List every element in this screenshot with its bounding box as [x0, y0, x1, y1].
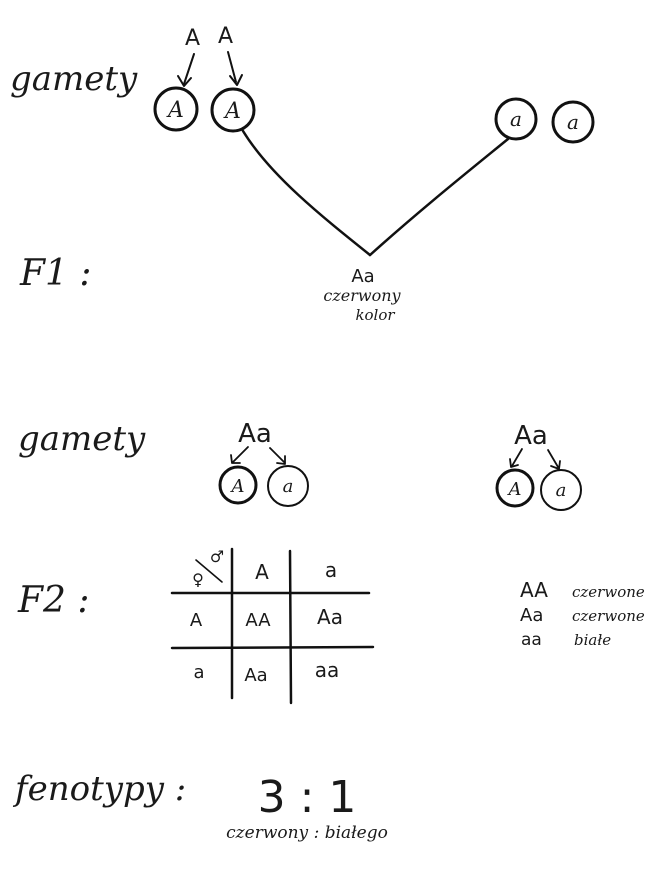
row-header-a: a [193, 662, 204, 683]
f1-parent-right: Aa [514, 421, 548, 451]
f1-genotype: Aa [351, 266, 374, 287]
gamete-circle-A-2: A [210, 87, 256, 133]
arrow-label-A-1: A [185, 26, 200, 51]
cell-AA: AA [245, 610, 271, 631]
f2-legend: AA czerwone Aa czerwone aa białe [520, 578, 645, 650]
gamete-letter: A [230, 476, 245, 497]
arrow-right-A [509, 448, 523, 468]
arrow-right-a [547, 449, 561, 470]
arrow-left-A [230, 446, 249, 464]
gamete-circle-a-2: a [551, 100, 595, 144]
female-symbol: ♀ [192, 570, 204, 589]
arrow-to-gamete-1 [177, 53, 195, 87]
gamete-letter: A [223, 99, 241, 124]
gamete-circle-a-1: a [494, 97, 538, 141]
punnett-hline-2 [170, 645, 375, 650]
gamete-circle-right-a: a [540, 469, 582, 511]
legend-phenotype-3: białe [574, 631, 611, 649]
punnett-square: ♀ ♂ A a A a AA Aa Aa aa [170, 547, 375, 705]
cell-Aa-bottom: Aa [244, 665, 267, 686]
phenotype-ratio: 3 : 1 [258, 772, 357, 823]
gamete-letter: A [507, 479, 522, 500]
f1-parent-left: Aa [238, 419, 272, 449]
legend-genotype-3: aa [521, 630, 542, 650]
cross-line-right [368, 137, 510, 257]
cross-line-left [241, 129, 372, 257]
phenotype-ratio-caption: czerwony : białego [226, 823, 388, 843]
arrow-left-a [269, 447, 286, 465]
col-header-a: a [325, 558, 337, 582]
legend-genotype-2: Aa [520, 605, 543, 626]
cell-aa: aa [315, 658, 340, 682]
row-header-A: A [190, 610, 203, 631]
gamete-circle-A-1: A [153, 86, 199, 132]
legend-phenotype-2: czerwone [572, 607, 645, 625]
gamete-letter: a [567, 110, 579, 134]
gamete-circle-left-A: A [218, 465, 258, 505]
f1-desc-line2: kolor [355, 306, 395, 324]
arrow-to-gamete-2 [227, 51, 243, 86]
legend-genotype-1: AA [520, 578, 548, 602]
male-symbol: ♂ [210, 547, 224, 566]
label-f1: F1 : [19, 253, 91, 294]
punnett-corner-divider [195, 559, 223, 583]
col-header-A: A [255, 560, 269, 584]
legend-phenotype-1: czerwone [572, 583, 645, 601]
gamete-letter: a [510, 107, 522, 131]
arrow-label-A-2: A [218, 24, 233, 49]
label-f2: F2 : [17, 580, 89, 621]
gamete-letter: A [166, 98, 184, 123]
punnett-vline-2 [288, 549, 293, 705]
cell-Aa-top: Aa [317, 605, 343, 629]
gamete-letter: a [283, 476, 294, 497]
gamete-circle-left-a: a [267, 465, 309, 507]
label-gametes-1: gamety [10, 59, 138, 99]
f1-desc-line1: czerwony [323, 286, 401, 305]
label-phenotypes: fenotypy : [12, 769, 186, 809]
label-gametes-2: gamety [18, 419, 146, 459]
gamete-circle-right-A: A [495, 468, 535, 508]
gamete-letter: a [556, 480, 567, 501]
